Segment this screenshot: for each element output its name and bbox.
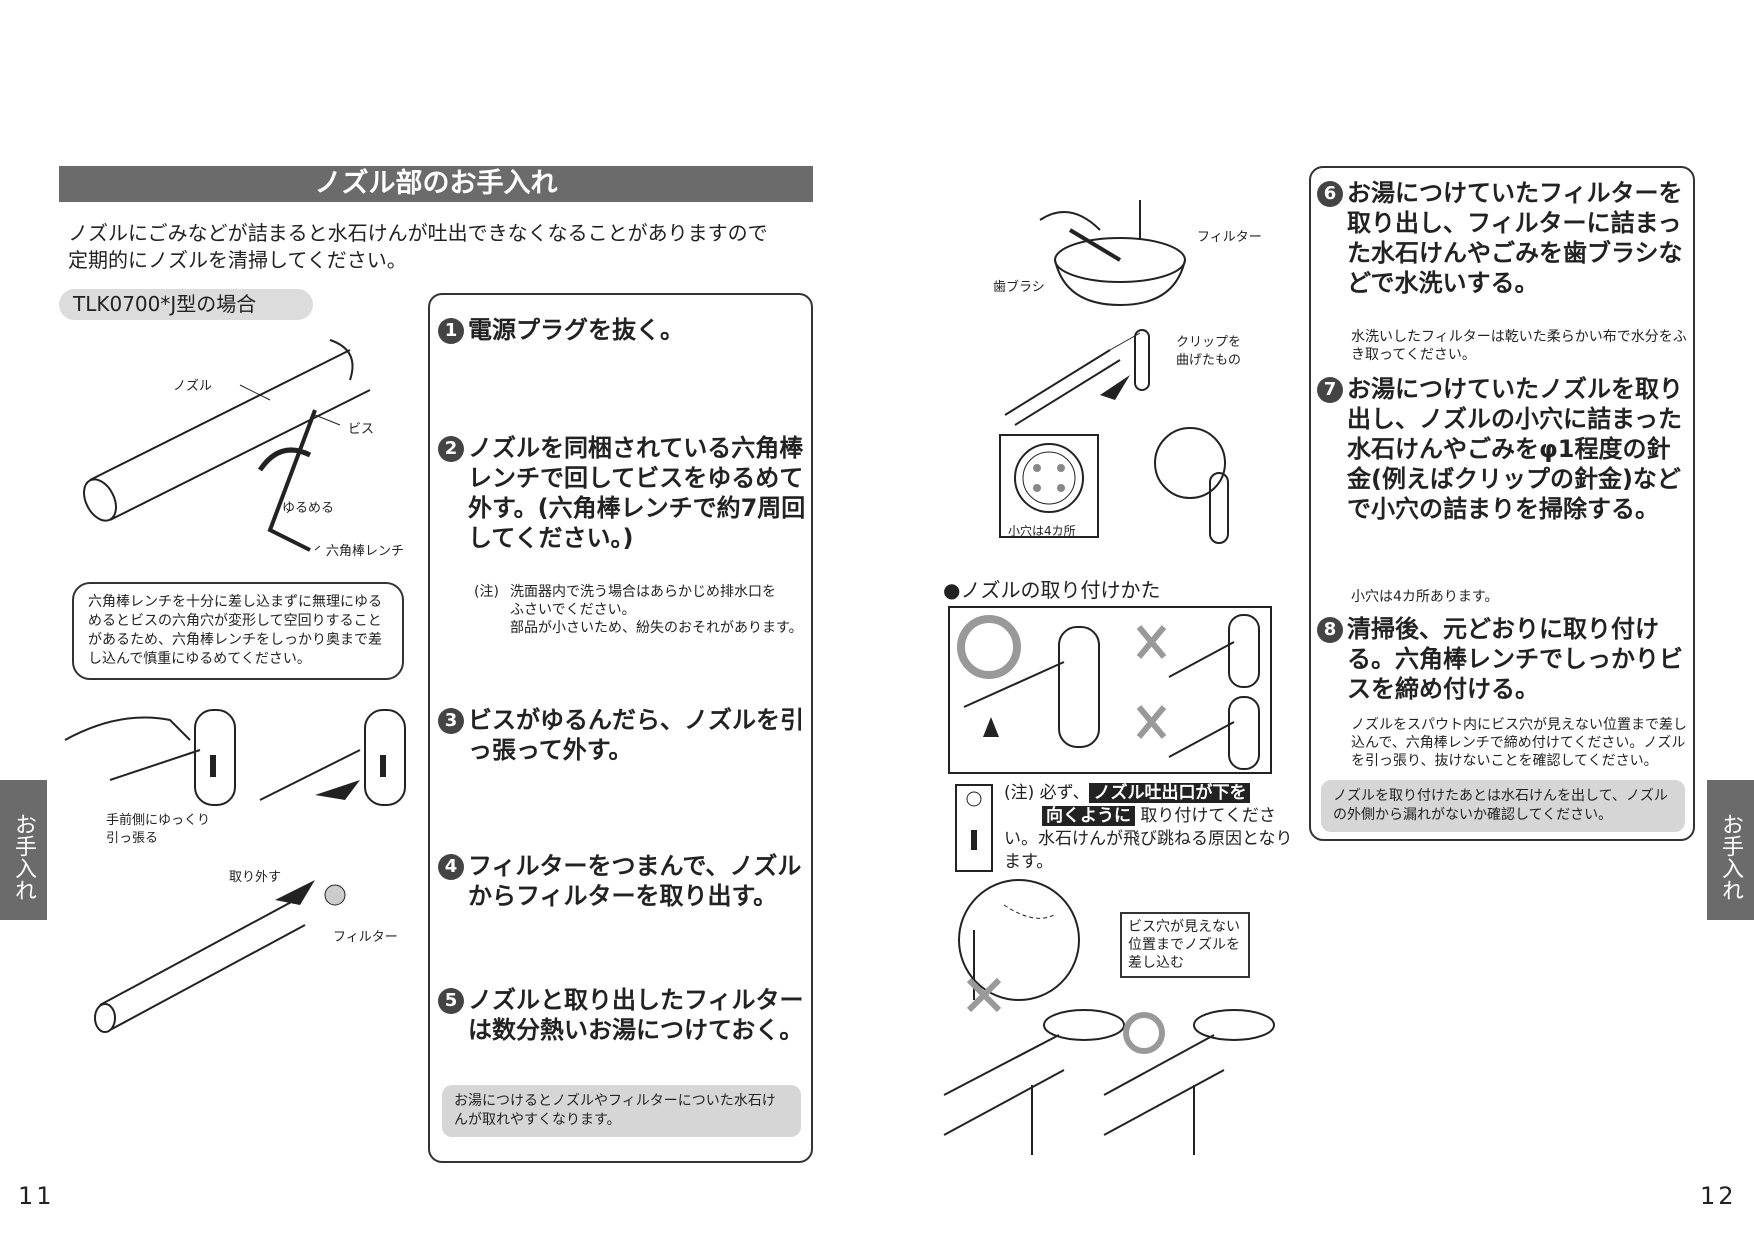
note-line: 洗面器内で洗う場合はあらかじめ排水口を [510, 584, 776, 600]
label-loosen: ゆるめる [282, 501, 335, 516]
page-number-right: 12 [1700, 1182, 1737, 1210]
note-line: ふさいでください。 [510, 602, 636, 618]
final-tip: ノズルを取り付けたあとは水石けんを出して、ノズルの外側から漏れがないか確認してく… [1321, 780, 1685, 832]
step-number: 5 [438, 988, 464, 1014]
spout-illustration [955, 784, 993, 872]
step-5-tip: お湯につけるとノズルやフィルターについた水石けんが取れやすくなります。 [442, 1085, 801, 1137]
label-holes: 小穴は4カ所 [1008, 524, 1076, 538]
step-text: お湯につけていたフィルターを取り出し、フィルターに詰まった水石けんやごみを歯ブラ… [1347, 179, 1683, 297]
note-prefix: (注) [474, 584, 499, 600]
step-8-note: ノズルをスパウト内にビス穴が見えない位置まで差し込んで、六角棒レンチで締め付けて… [1351, 717, 1687, 769]
washing-filter-illustration [1039, 200, 1186, 307]
step-text: 電源プラグを抜く。 [468, 316, 684, 344]
note-line: 部品が小さいため、紛失のおそれがあります。 [510, 620, 803, 636]
step-7-note: 小穴は4カ所あります。 [1351, 589, 1499, 605]
label-filter-right: フィルター [1197, 230, 1262, 245]
note-highlight: 向くように [1042, 806, 1135, 826]
step-2-note: (注) 洗面器内で洗う場合はあらかじめ排水口を ふさいでください。 部品が小さい… [474, 583, 809, 637]
intro-line: 定期的にノズルを清掃してください。 [68, 248, 407, 272]
step-number: 7 [1317, 377, 1343, 403]
step-number: 8 [1317, 617, 1343, 643]
label-toothbrush: 歯ブラシ [993, 280, 1045, 295]
step-number: 2 [438, 436, 464, 462]
intro-line: ノズルにごみなどが詰まると水石けんが吐出できなくなることがありますので [68, 221, 768, 245]
label-remove: 取り外す [229, 870, 282, 885]
install-heading: ●ノズルの取り付けかた [943, 578, 1161, 602]
intro-text: ノズルにごみなどが詰まると水石けんが吐出できなくなることがありますので 定期的に… [68, 220, 858, 274]
label-clip: クリップを 曲げたもの [1176, 335, 1242, 368]
step-number: 6 [1317, 181, 1343, 207]
note-text: 取り付けてください。水石けんが飛び跳ねる原因となります。 [1004, 806, 1293, 872]
nozzle-holes-illustration [999, 427, 1229, 544]
nozzle-wrench-illustration [83, 339, 371, 552]
install-orientation-illustration [948, 606, 1272, 774]
clip-cleaning-illustration [1004, 329, 1150, 426]
note-highlight: ノズル吐出口が下を [1089, 783, 1251, 803]
pull-nozzle-illustration [64, 709, 406, 806]
step-number: 3 [438, 708, 464, 734]
step-number: 1 [438, 318, 464, 344]
install-note: (注) 必ず、ノズル吐出口が下を 向くように 取り付けてください。水石けんが飛び… [1004, 782, 1294, 874]
side-tab-right: お手入れ [1707, 780, 1754, 920]
section-title: ノズル部のお手入れ [59, 166, 813, 202]
label-filter: フィルター [333, 930, 398, 945]
label-screw-hidden: ビス穴が見えない位置までノズルを差し込む [1120, 912, 1250, 978]
step-number: 4 [438, 854, 464, 880]
step-6-note: 水洗いしたフィルターは乾いた柔らかい布で水分をふき取ってください。 [1351, 329, 1687, 363]
note-prefix: (注) 必ず、 [1004, 783, 1090, 803]
model-label: TLK0700*J型の場合 [59, 289, 313, 320]
insertion-depth-illustration [943, 879, 1275, 1155]
step-text: フィルターをつまんで、ノズルからフィルターを取り出す。 [468, 852, 802, 910]
label-hex-wrench: 六角棒レンチ [326, 544, 405, 559]
step-text: お湯につけていたノズルを取り出し、ノズルの小穴に詰まった水石けんやごみをφ1程度… [1347, 375, 1683, 523]
remove-filter-illustration [94, 880, 346, 1033]
step-text: ビスがゆるんだら、ノズルを引っ張って外す。 [468, 706, 804, 764]
label-pull: 手前側にゆっくり 引っ張る [106, 813, 211, 846]
step-text: ノズルを同梱されている六角棒レンチで回してビスをゆるめて外す。(六角棒レンチで約… [468, 434, 806, 552]
step-text: ノズルと取り出したフィルターは数分熱いお湯につけておく。 [468, 986, 804, 1044]
page-number-left: 11 [18, 1182, 55, 1210]
step-text: 清掃後、元どおりに取り付ける。六角棒レンチでしっかりビスを締め付ける。 [1347, 615, 1683, 703]
caution-bubble: 六角棒レンチを十分に差し込まずに無理にゆるめるとビスの六角穴が変形して空回りする… [72, 582, 404, 680]
side-tab-left: お手入れ [0, 780, 47, 920]
label-nozzle: ノズル [173, 379, 213, 394]
label-screw: ビス [348, 422, 375, 437]
